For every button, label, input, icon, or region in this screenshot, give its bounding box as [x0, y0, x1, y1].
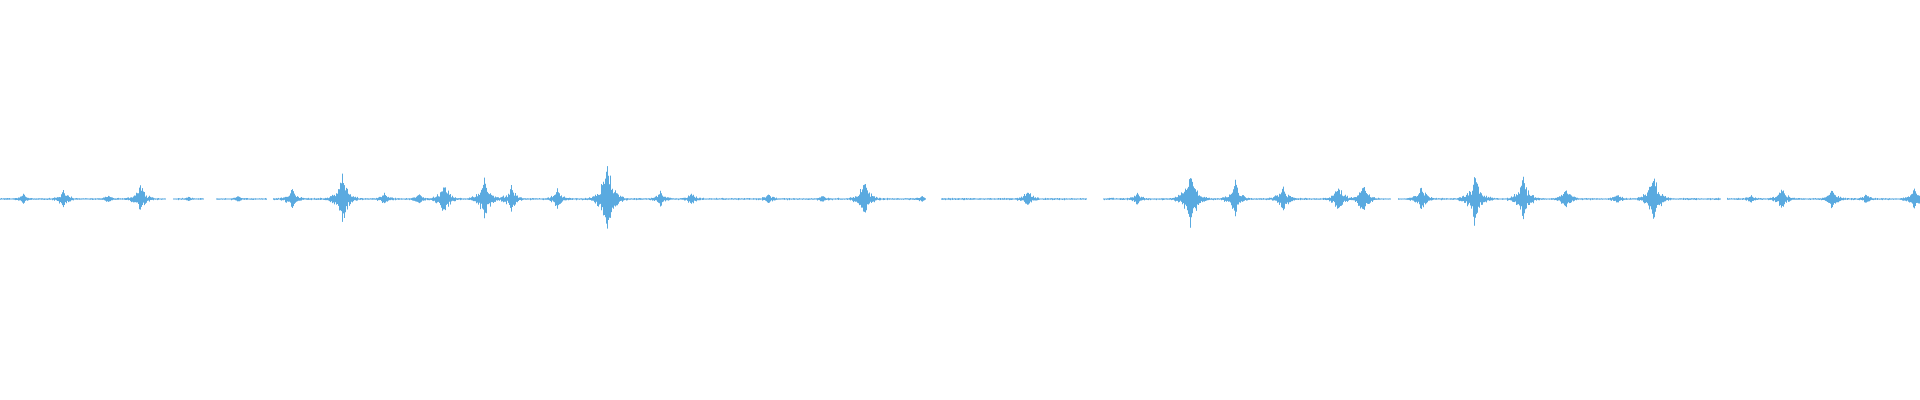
waveform-burst: [1779, 190, 1786, 207]
waveform-burst: [1232, 179, 1239, 217]
waveform-burst: [1863, 195, 1870, 203]
waveform-burst: [137, 187, 144, 210]
waveform-burst: [819, 196, 826, 202]
waveform-burst: [765, 194, 772, 203]
waveform-burst: [481, 177, 488, 219]
waveform-burst: [919, 196, 926, 202]
waveform-burst: [20, 193, 27, 204]
waveform-burst: [1134, 192, 1141, 205]
waveform-burst: [604, 166, 611, 229]
waveform-burst: [339, 173, 346, 222]
waveform-burst: [861, 184, 868, 213]
waveform-burst: [235, 196, 242, 202]
waveform-burst: [1472, 178, 1479, 218]
waveform-burst: [554, 188, 561, 209]
waveform-burst: [1829, 190, 1836, 207]
waveform-burst: [60, 190, 67, 208]
waveform-burst: [1911, 188, 1918, 209]
waveform-burst: [688, 193, 695, 204]
waveform-burst: [1360, 187, 1367, 210]
waveform-burst: [185, 196, 192, 201]
waveform-burst: [1614, 195, 1621, 203]
waveform-burst: [105, 196, 112, 202]
waveform-burst: [1335, 188, 1342, 209]
waveform-burst: [1562, 190, 1569, 207]
waveform-burst: [508, 185, 515, 212]
waveform-burst: [289, 189, 296, 208]
waveform-burst: [1650, 178, 1657, 218]
waveform-burst: [1520, 176, 1527, 220]
waveform-burst: [441, 187, 448, 210]
waveform-burst: [1280, 186, 1287, 211]
waveform-burst: [1418, 187, 1425, 209]
waveform-samples: [0, 175, 1920, 228]
waveform-burst: [1187, 178, 1194, 218]
waveform-burst: [381, 194, 388, 204]
waveform-burst: [1748, 195, 1755, 203]
waveform-burst: [416, 194, 423, 204]
waveform-burst: [657, 190, 664, 207]
waveform-burst: [1024, 192, 1031, 205]
